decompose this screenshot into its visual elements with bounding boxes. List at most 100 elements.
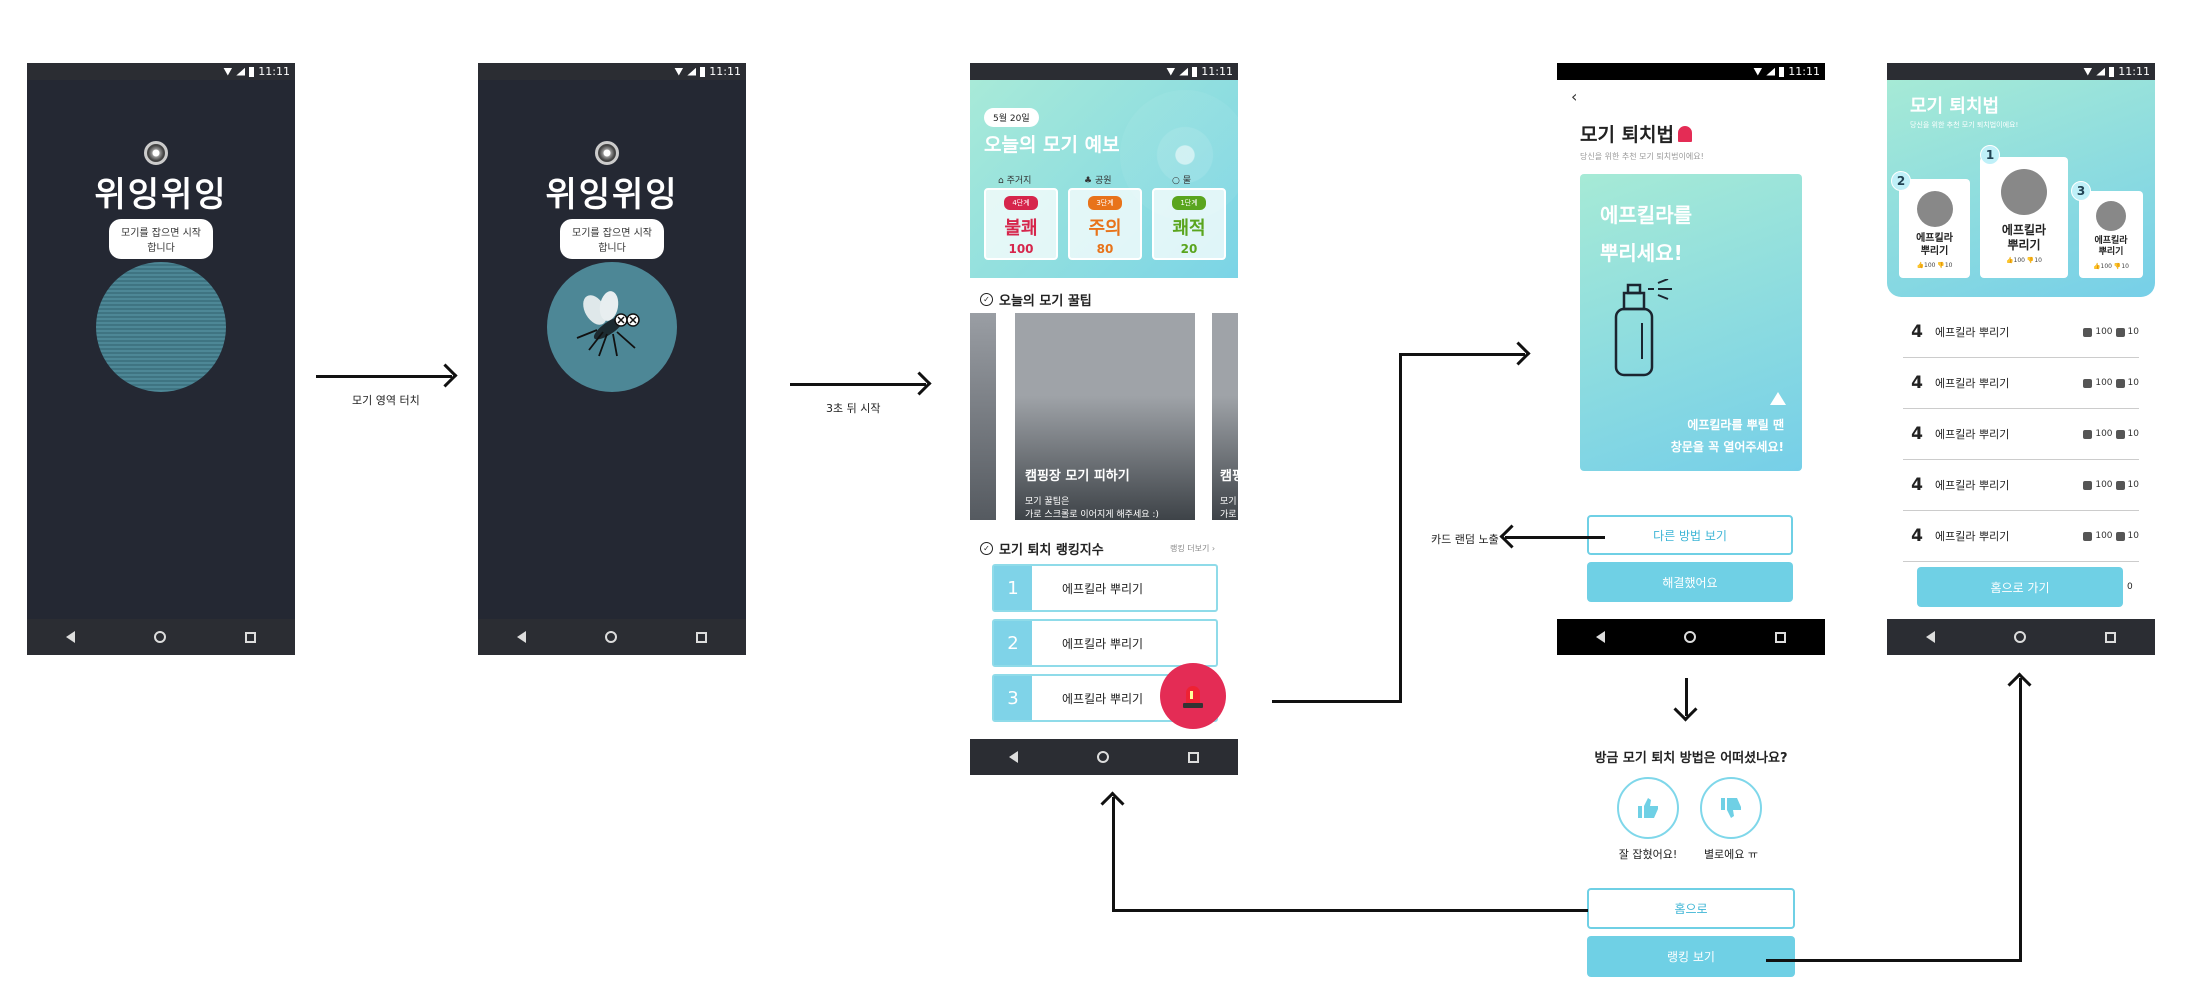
other-method-button[interactable]: 다른 방법 보기	[1587, 515, 1793, 555]
back-icon[interactable]	[1596, 631, 1606, 643]
battery-icon	[1779, 66, 1785, 77]
ranking-button[interactable]: 랭킹 보기	[1587, 936, 1795, 977]
thumbs-up-icon	[2083, 378, 2093, 388]
recents-icon[interactable]	[1187, 751, 1199, 763]
tip-card-next[interactable]: 캠핑 모기 가로	[1212, 313, 1238, 520]
good-button[interactable]	[1617, 777, 1679, 839]
solved-button[interactable]: 해결했어요	[1587, 562, 1793, 602]
list-rank: 4	[1911, 322, 1923, 342]
list-rank: 4	[1911, 424, 1923, 444]
ranking-screen: 11:11 모기 퇴치법 당신을 위한 추천 모기 퇴치법이에요! 에프킬라 뿌…	[1887, 63, 2155, 655]
chevron-right-icon: ›	[1211, 544, 1216, 553]
recents-icon[interactable]	[695, 631, 707, 643]
method-card: 에프킬라를 뿌리세요! 에프킬라를 뿌릴 땐 창문을 꼭 열어주세요!	[1580, 174, 1802, 471]
back-icon[interactable]	[517, 631, 527, 643]
nav-bar	[970, 739, 1238, 775]
forecast-card-park[interactable]: 3단계 주의 80	[1068, 188, 1142, 260]
start-hint: 모기를 잡으면 시작합니다	[109, 219, 213, 259]
forecast-place-2: ○ 물	[1172, 176, 1191, 186]
recents-icon[interactable]	[2104, 631, 2116, 643]
status-time: 11:11	[1201, 65, 1233, 78]
status-time: 11:11	[2118, 65, 2150, 78]
rank-name: 에프킬라 뿌리기	[1062, 581, 1144, 596]
status-time: 11:11	[1788, 65, 1820, 78]
list-name: 에프킬라 뿌리기	[1935, 479, 2010, 492]
go-home-button[interactable]: 홈으로 가기	[1917, 567, 2123, 607]
forecast-title: 오늘의 모기 예보	[984, 134, 1120, 156]
home-button[interactable]: 홈으로	[1587, 888, 1795, 929]
signal-icon	[1766, 67, 1776, 76]
warning-icon	[1770, 392, 1786, 405]
bad-button[interactable]	[1700, 777, 1762, 839]
back-icon[interactable]	[1009, 751, 1019, 763]
nav-bar	[478, 619, 746, 655]
check-icon: ✓	[980, 293, 993, 306]
forecast-card-water[interactable]: 1단계 쾌적 20	[1152, 188, 1226, 260]
home-icon[interactable]	[2013, 631, 2026, 643]
siren-icon	[1678, 125, 1693, 142]
home-icon[interactable]	[1096, 751, 1109, 763]
app-logo: 위잉위잉	[94, 175, 228, 215]
ranking-item[interactable]: 2 에프킬라 뿌리기	[992, 619, 1218, 667]
connector-home-h	[1112, 909, 1588, 912]
podium-name: 에프킬라 뿌리기	[1916, 233, 1953, 257]
podium-third[interactable]: 에프킬라 뿌리기 👍100 👎10	[2079, 191, 2143, 278]
peek-value: 0	[2127, 582, 2133, 592]
tip-card[interactable]: 캠핑장 모기 피하기 모기 꿀팁은 가로 스크롤로 이어지게 해주세요 :)	[1015, 313, 1195, 520]
podium-stats: 👍100 👎10	[1916, 262, 1953, 269]
ranking-section-title: ✓ 모기 퇴치 랭킹지수	[980, 539, 1104, 558]
back-icon[interactable]	[1926, 631, 1936, 643]
house-icon: ⌂	[998, 176, 1007, 186]
list-rank: 4	[1911, 526, 1923, 546]
tip-card-line2: 가로 스크롤로 이어지게 해주세요 :)	[1025, 510, 1159, 520]
home-icon[interactable]	[153, 631, 166, 643]
signal-icon	[236, 67, 246, 76]
arrow-card-random-label: 카드 랜덤 노출	[1431, 533, 1499, 546]
status-bar: 11:11	[478, 63, 746, 80]
home-screen: 11:11 5월 20일 오늘의 모기 예보 ⌂ 주거지 ♣ 공원 ○ 물 4단…	[970, 63, 1238, 775]
thumbs-up-icon	[2083, 531, 2093, 541]
forecast-place-0: ⌂ 주거지	[998, 176, 1032, 186]
ranking-more-link[interactable]: 랭킹 더보기 ›	[1170, 544, 1216, 553]
forecast-level: 4단계	[1004, 196, 1038, 210]
back-chevron-icon[interactable]: ‹	[1571, 87, 1578, 106]
thumbs-up-icon	[2083, 480, 2093, 490]
ranking-item[interactable]: 1 에프킬라 뿌리기	[992, 564, 1218, 612]
nav-bar	[1557, 619, 1825, 655]
status-time: 11:11	[258, 65, 290, 78]
rank-number: 1	[994, 566, 1032, 610]
bad-label: 별로에요 ㅠ	[1703, 848, 1759, 861]
signal-icon	[687, 67, 697, 76]
thumbs-down-icon	[2115, 378, 2125, 388]
connector-fab-h	[1272, 700, 1402, 703]
start-hint: 모기를 잡으면 시작합니다	[560, 219, 664, 259]
back-icon[interactable]	[66, 631, 76, 643]
status-bar: 11:11	[27, 63, 295, 80]
arrow-countdown	[790, 383, 926, 386]
arrow-touch	[316, 375, 452, 378]
recents-icon[interactable]	[1774, 631, 1786, 643]
podium-first[interactable]: 에프킬라 뿌리기 👍100 👎10	[1980, 157, 2068, 278]
mosquito-area[interactable]	[547, 262, 677, 392]
podium-second[interactable]: 에프킬라 뿌리기 👍100 👎10	[1899, 179, 1970, 278]
thumbs-down-icon	[2115, 429, 2125, 439]
logo-sun-icon	[595, 141, 619, 165]
siren-fab[interactable]	[1160, 663, 1226, 729]
forecast-card-house[interactable]: 4단계 불쾌 100	[984, 188, 1058, 260]
tip-card-peek-title: 캠핑	[1220, 469, 1238, 484]
recents-icon[interactable]	[244, 631, 256, 643]
tip-card-peek-line2: 가로	[1220, 510, 1237, 520]
home-icon[interactable]	[1683, 631, 1696, 643]
home-icon[interactable]	[604, 631, 617, 643]
thumbs-down-icon	[2115, 531, 2125, 541]
tip-card-prev[interactable]	[970, 313, 996, 520]
list-name: 에프킬라 뿌리기	[1935, 377, 2010, 390]
mosquito-area[interactable]	[96, 262, 226, 392]
